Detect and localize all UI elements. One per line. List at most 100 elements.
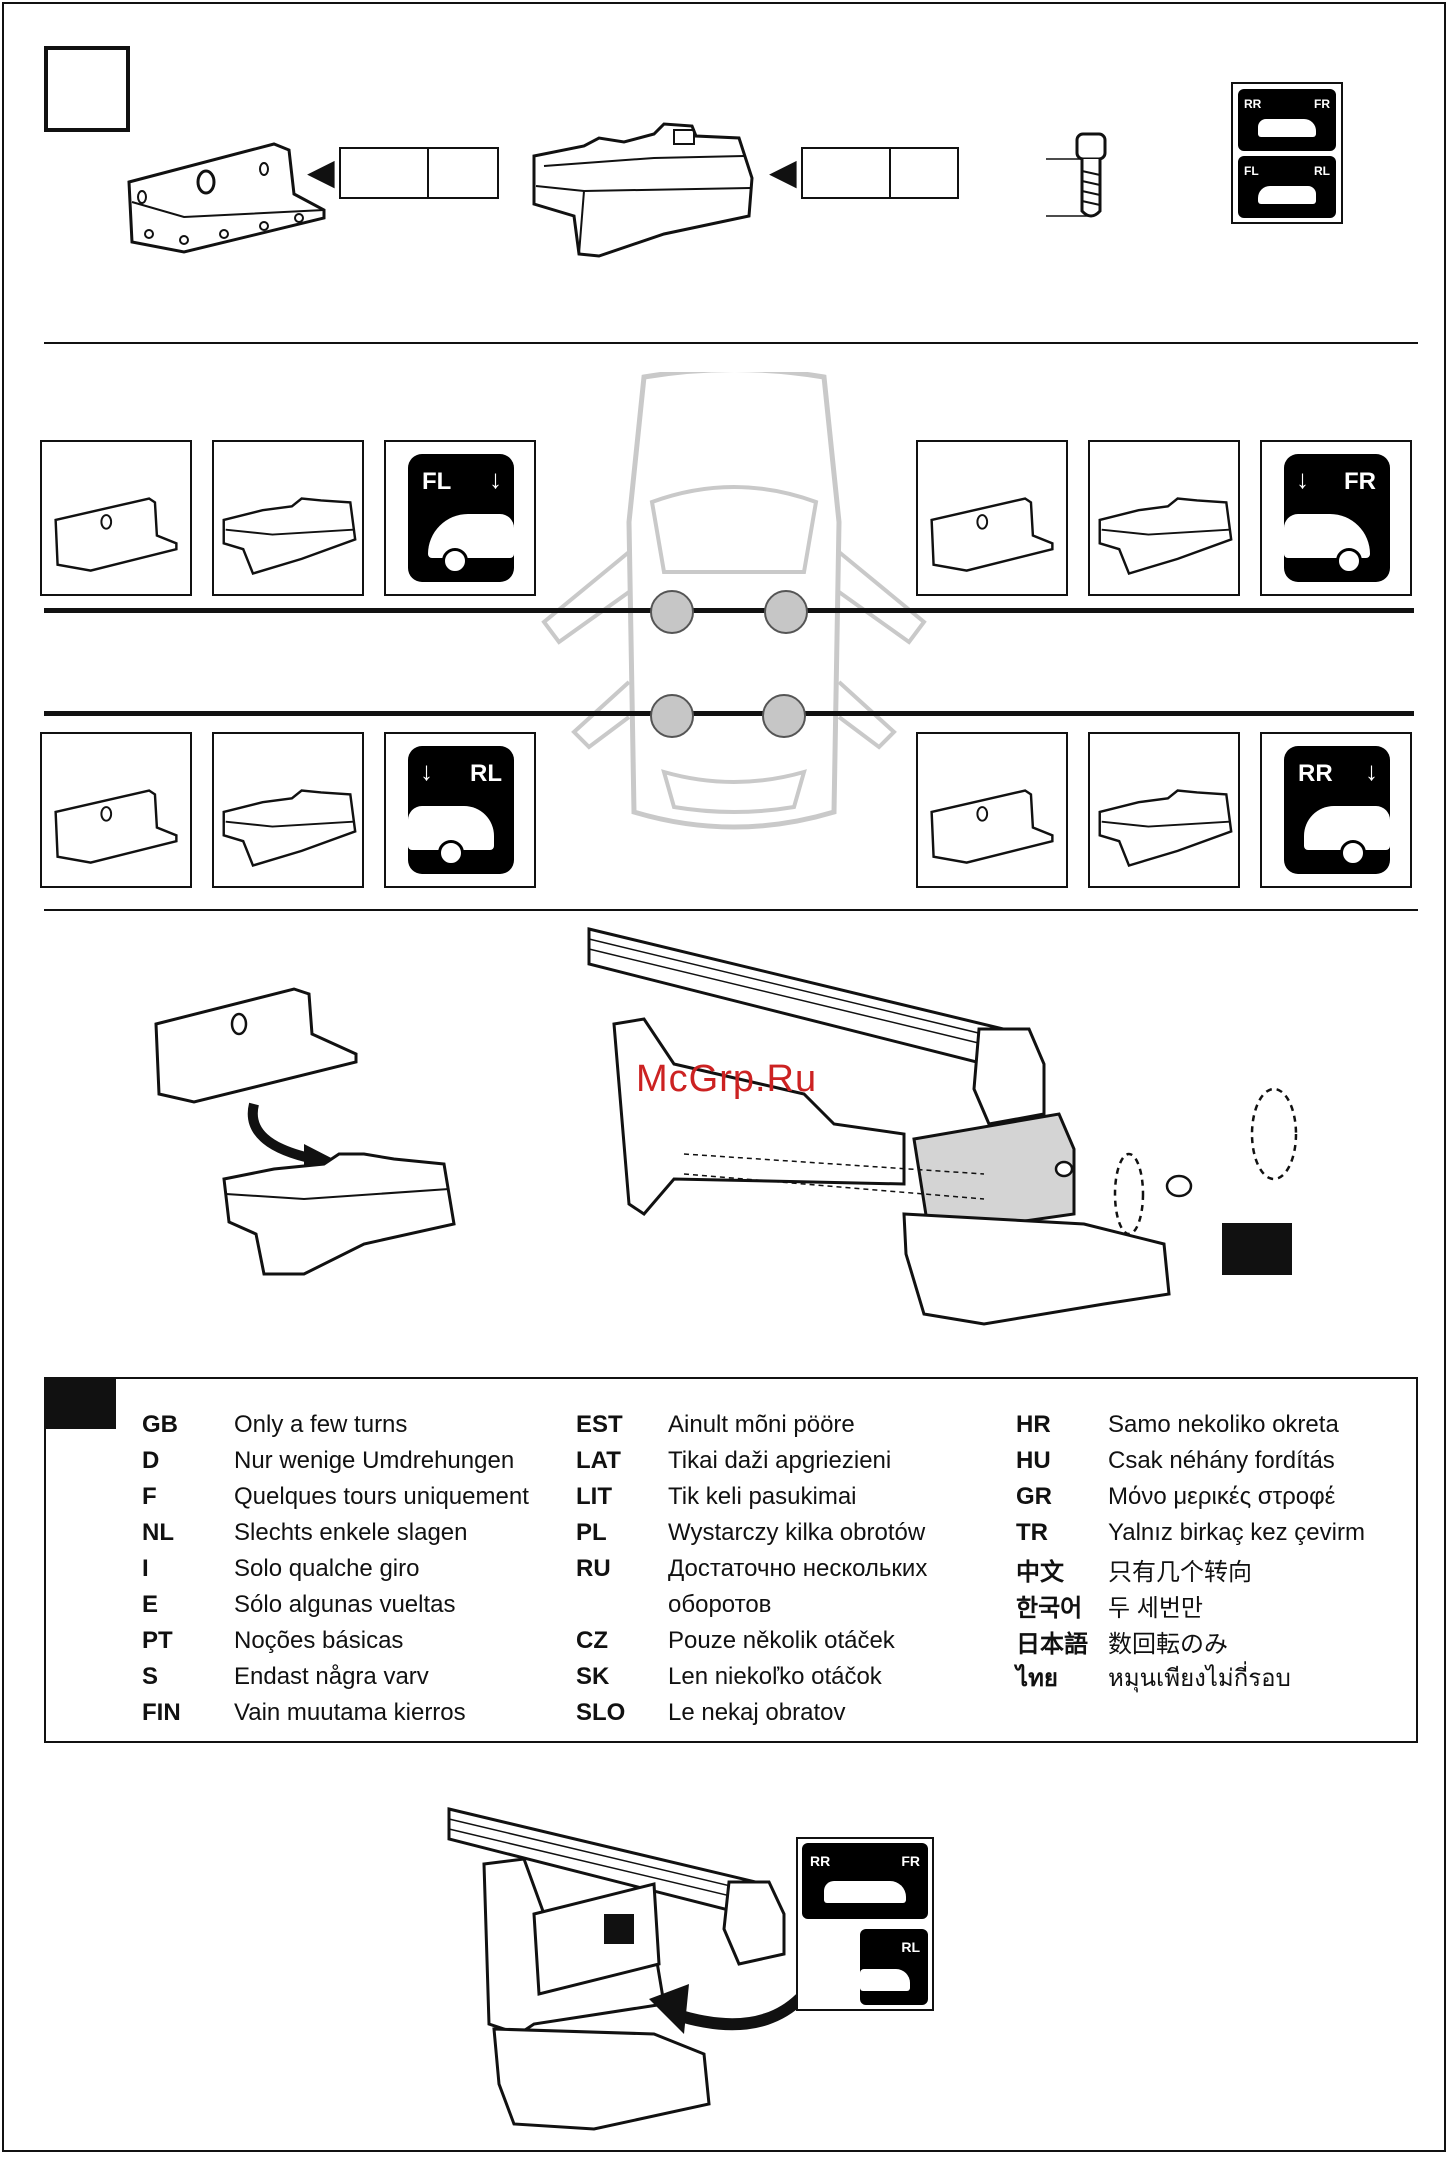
legend-row: 中文 只有几个转向: [1016, 1551, 1365, 1587]
language-code: EST: [576, 1411, 623, 1438]
translation-text: Tik keli pasukimai: [668, 1483, 857, 1510]
translation-text: Slechts enkele slagen: [234, 1519, 468, 1546]
translation-text: 数回転のみ: [1108, 1630, 1228, 1658]
watermark-text: McGrp.Ru: [636, 1058, 818, 1100]
language-code: E: [142, 1591, 159, 1618]
language-code: ไทย: [1016, 1664, 1058, 1692]
arrow-left-icon: ◀: [769, 151, 797, 192]
screw-icon: [1046, 132, 1107, 218]
translation-text: Nur wenige Umdrehungen: [234, 1447, 515, 1474]
bracket-tile-rear-right: [916, 732, 1068, 888]
foot-tile-front-right: [1088, 440, 1240, 596]
rear-bar-line: [44, 711, 1414, 716]
language-code: GR: [1016, 1483, 1052, 1510]
language-code: 한국어: [1016, 1594, 1083, 1622]
translation-text: Ainult mõni pööre: [668, 1411, 855, 1438]
language-code: TR: [1016, 1519, 1048, 1546]
language-code: SLO: [576, 1699, 626, 1726]
language-code: HU: [1016, 1447, 1051, 1474]
position-tile-fl: FL ↓: [384, 440, 536, 596]
bracket-into-foot-illustration: [154, 987, 456, 1276]
foot-pad-illustration: [532, 122, 754, 258]
step-number-box: [44, 46, 130, 132]
language-code: CZ: [576, 1627, 608, 1654]
legend-row: NL Slechts enkele slagen: [142, 1515, 529, 1551]
language-code: NL: [142, 1519, 174, 1546]
translation-text: 只有几个转向: [1108, 1558, 1252, 1586]
legend-row: CZ Pouze několik otáček: [576, 1623, 927, 1659]
foot-tile-rear-left: [212, 732, 364, 888]
part-code-box-1: [339, 147, 499, 199]
legend-row: D Nur wenige Umdrehungen: [142, 1443, 529, 1479]
translation-text: Noções básicas: [234, 1627, 404, 1654]
bracket-tile-front-right: [916, 440, 1068, 596]
translation-text: Μόνο μερικές στροφέ: [1108, 1483, 1336, 1510]
translation-text: 두 세번만: [1108, 1594, 1203, 1622]
mount-point-front-right: [764, 590, 808, 634]
translation-text: Only a few turns: [234, 1411, 408, 1438]
legend-row: TR Yalnız birkaç kez çevirm: [1016, 1515, 1365, 1551]
translation-text: Csak néhány fordítás: [1108, 1447, 1335, 1474]
arrow-down-icon: ↓: [1365, 756, 1378, 786]
translation-text: Solo qualche giro: [234, 1555, 420, 1582]
translation-text: หมุนเพียงไม่กี่รอบ: [1108, 1664, 1291, 1692]
language-code: 日本語: [1016, 1630, 1088, 1658]
position-sticker: RR FR FL RL: [1231, 82, 1343, 224]
divider-top: [44, 342, 1418, 344]
language-code: FIN: [142, 1699, 181, 1726]
mount-point-front-left: [650, 590, 694, 634]
position-tile-rr: RR ↓: [1260, 732, 1412, 888]
part-code-box-2: [801, 147, 959, 199]
position-tile-fr: ↓ FR: [1260, 440, 1412, 596]
legend-row: GR Μόνο μερικές στροφέ: [1016, 1479, 1365, 1515]
language-code: LIT: [576, 1483, 612, 1510]
foot-tile-front-left: [212, 440, 364, 596]
translation-text: Tikai daži apgriezieni: [668, 1447, 892, 1474]
legend-row: HR Samo nekoliko okreta: [1016, 1407, 1365, 1443]
language-code: S: [142, 1663, 159, 1690]
language-code: HR: [1016, 1411, 1051, 1438]
arrow-down-icon: ↓: [420, 756, 433, 786]
language-code: 中文: [1016, 1558, 1064, 1586]
translation-text: Pouze několik otáček: [668, 1627, 895, 1654]
arrow-down-icon: ↓: [489, 464, 502, 494]
foot-tile-rear-right: [1088, 732, 1240, 888]
front-bar-line: [44, 608, 1414, 613]
mount-point-rear-right: [762, 694, 806, 738]
legend-row: SLO Le nekaj obratov: [576, 1695, 927, 1731]
translation-text: Quelques tours uniquement: [234, 1483, 529, 1510]
legend-row: LIT Tik keli pasukimai: [576, 1479, 927, 1515]
bottom-position-sticker: RR FR RL: [796, 1837, 934, 2011]
legend-row: FIN Vain muutama kierros: [142, 1695, 529, 1731]
mount-point-rear-left: [650, 694, 694, 738]
arrow-down-icon: ↓: [1296, 464, 1309, 494]
legend-row: 日本語数回転のみ: [1016, 1623, 1365, 1659]
translation-text: оборотов: [668, 1591, 772, 1618]
foot-on-bar-illustration: [587, 927, 1298, 1326]
legend-row: EST Ainult mõni pööre: [576, 1407, 927, 1443]
language-code: SK: [576, 1663, 610, 1690]
language-code: PL: [576, 1519, 607, 1546]
language-code: D: [142, 1447, 160, 1474]
divider-middle: [44, 909, 1418, 911]
arrow-left-icon: ◀: [307, 151, 335, 192]
translation-text: Samo nekoliko okreta: [1108, 1411, 1339, 1438]
translation-text: Yalnız birkaç kez çevirm: [1108, 1519, 1365, 1546]
bracket-plate-illustration: [127, 142, 326, 254]
translation-text: Le nekaj obratov: [668, 1699, 846, 1726]
language-code: GB: [142, 1411, 178, 1438]
translation-text: Достаточно нескольких: [668, 1555, 928, 1582]
legend-row: GB Only a few turns: [142, 1407, 529, 1443]
translation-text: Vain muutama kierros: [234, 1699, 466, 1726]
